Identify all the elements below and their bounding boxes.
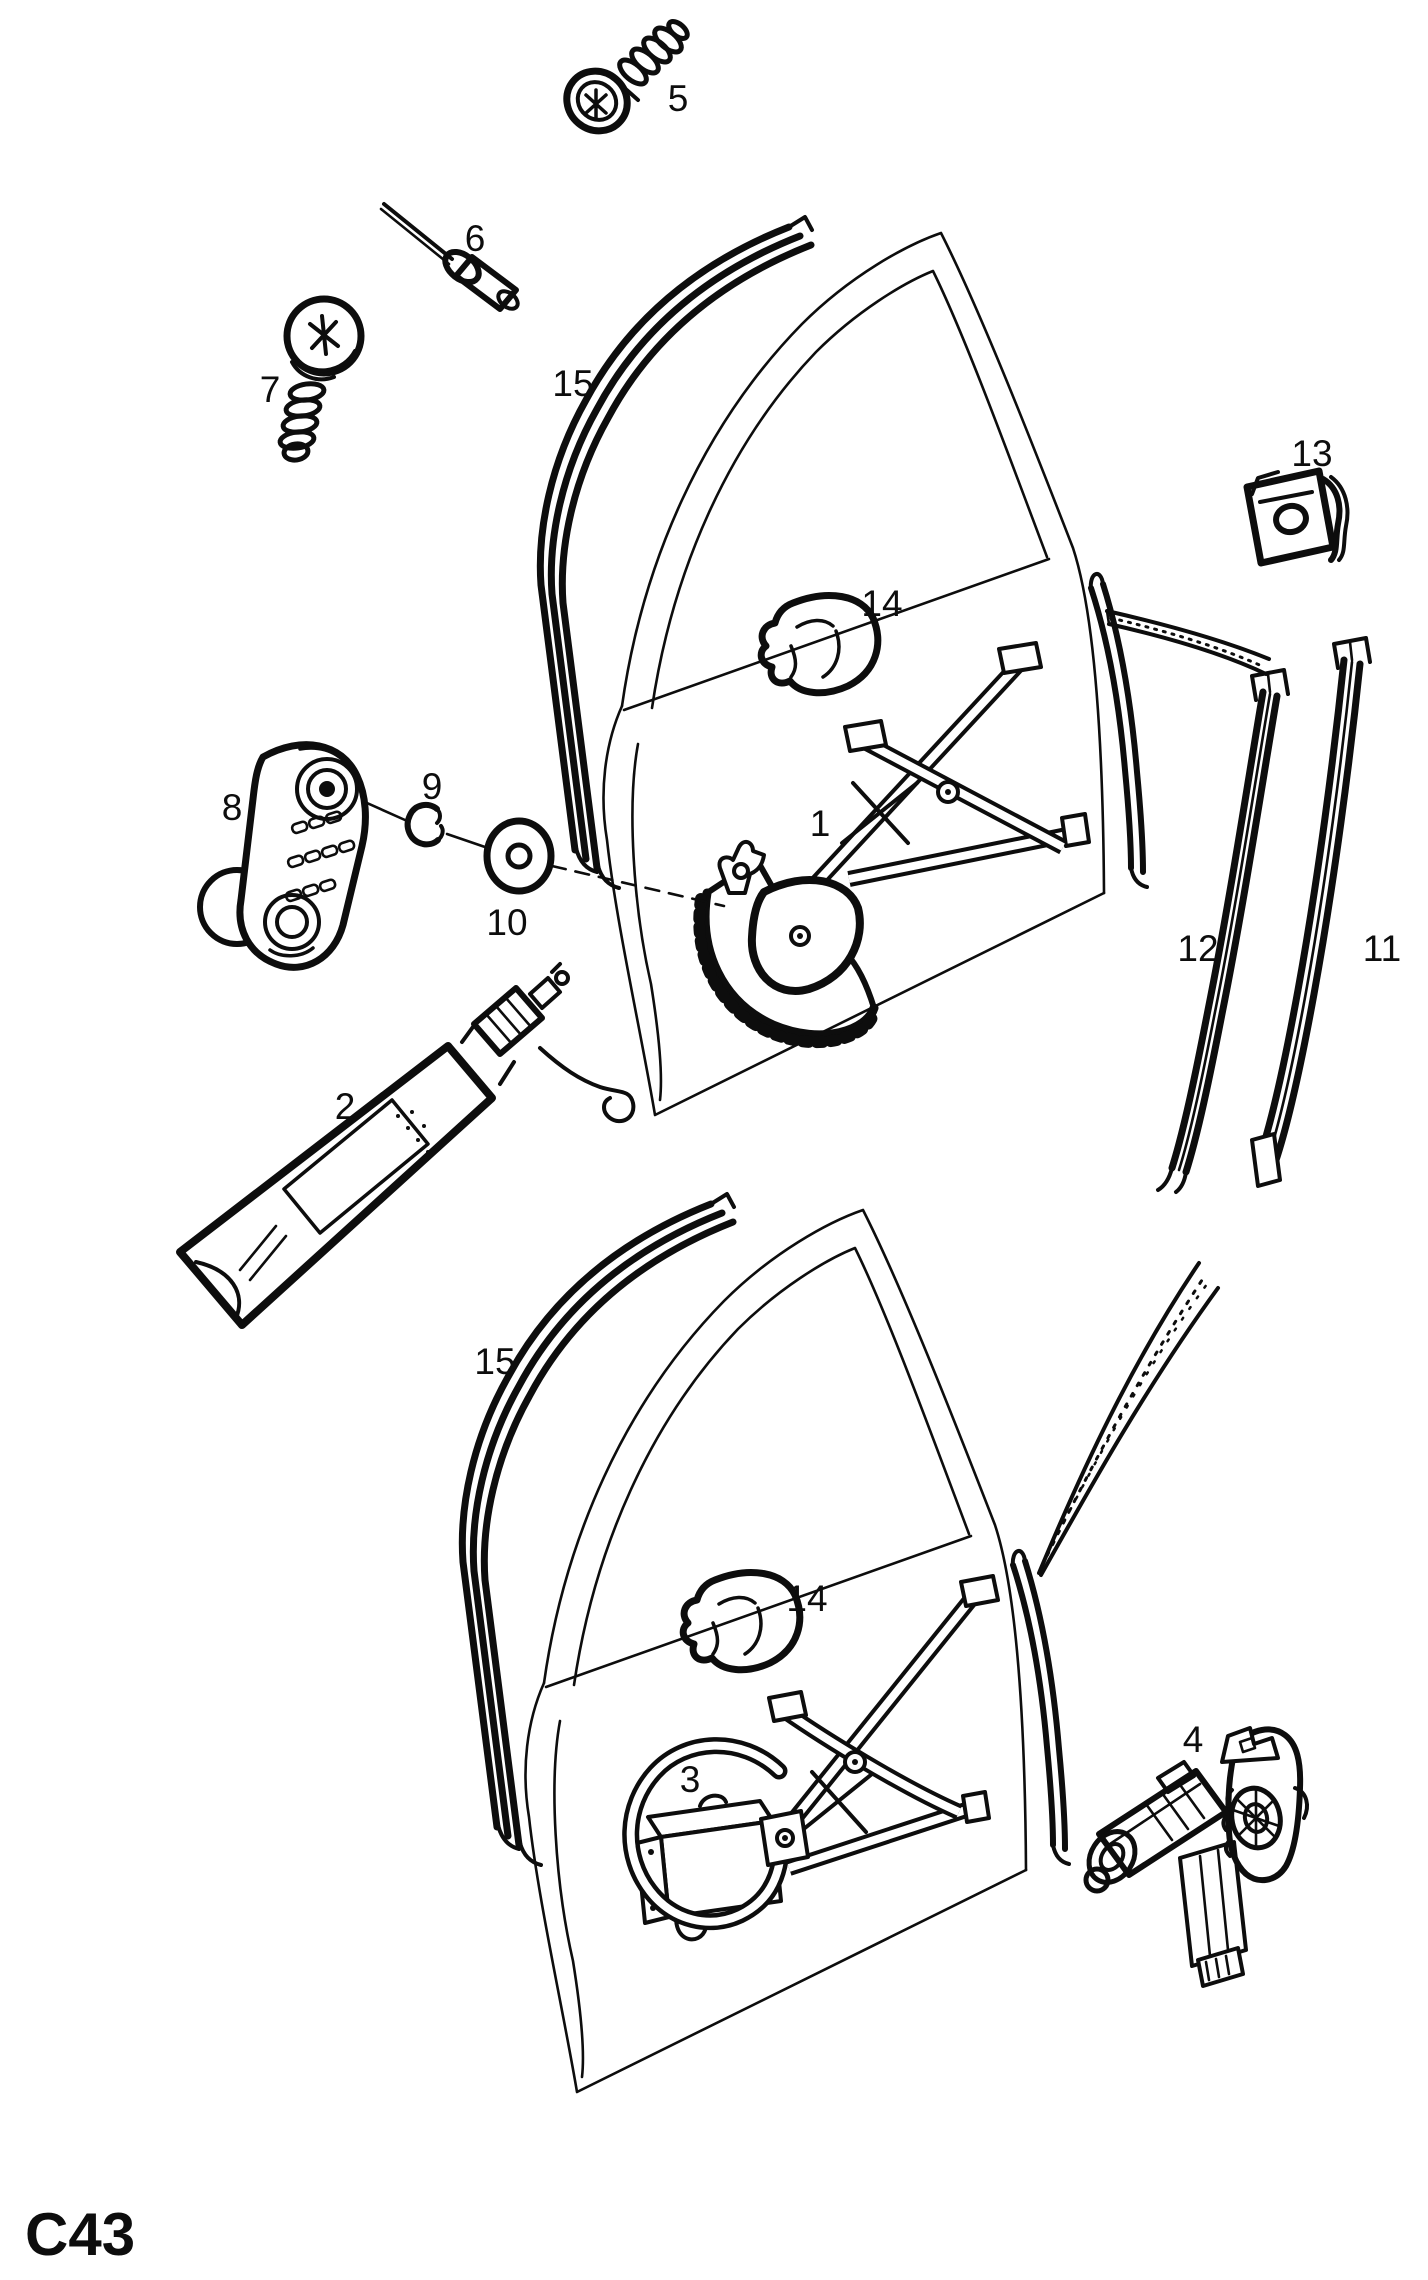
part-3-window-regulator-electric (622, 1574, 1000, 1942)
callout-4: 4 (1183, 1719, 1204, 1760)
callout-1: 1 (810, 803, 831, 844)
part-11-guide-channel (1250, 636, 1372, 1188)
callout-10: 10 (486, 902, 527, 943)
lower-cable-band (1037, 1261, 1220, 1577)
part-6-rivet (379, 202, 520, 312)
part-2-grease-tube (176, 962, 636, 1329)
lower-door-outline (462, 1194, 1069, 2094)
callout-14-upper: 14 (861, 583, 902, 624)
upper-cable-band (1105, 609, 1271, 676)
callout-3: 3 (680, 1759, 701, 1800)
callout-5: 5 (668, 78, 689, 119)
callout-2: 2 (335, 1086, 356, 1127)
part-5-screw (563, 19, 690, 135)
callout-14-lower: 14 (786, 1578, 827, 1619)
part-4-window-motor (1083, 1726, 1309, 1988)
upper-door-outline (540, 217, 1147, 1117)
callout-8: 8 (222, 787, 243, 828)
callout-7: 7 (260, 369, 281, 410)
callout-6: 6 (465, 218, 486, 259)
part-1-window-regulator (693, 641, 1091, 1049)
page-code: C43 (25, 2201, 135, 2268)
part-8-window-crank-handle (197, 741, 369, 971)
callout-15-lower: 15 (474, 1341, 515, 1382)
part-7-screw (277, 295, 365, 463)
part-12-guide-channel (1156, 668, 1290, 1194)
callout-12: 12 (1177, 928, 1218, 969)
callout-15-upper: 15 (552, 363, 593, 404)
callout-11: 11 (1363, 928, 1401, 969)
part-10-washer (483, 817, 555, 895)
callout-13: 13 (1291, 433, 1332, 474)
callout-9: 9 (422, 766, 443, 807)
part-13-clip (1243, 467, 1350, 567)
part-9-spring-clip (404, 801, 445, 848)
callout-labels: 5 6 7 15 13 14 1 8 9 10 12 11 2 15 14 3 … (222, 78, 1402, 1800)
